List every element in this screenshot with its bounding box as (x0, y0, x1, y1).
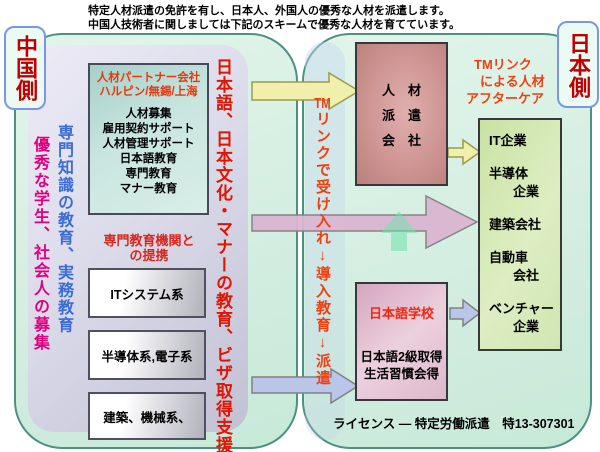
alliance-label: 専門教育機関と の提携 (103, 233, 195, 263)
china-side-badge: 中国側 (4, 26, 46, 110)
recruit-vertical-text: 優秀な学生、社会人の募集 (31, 136, 48, 352)
aftercare-note: TMリンク による人材 アフターケア (466, 57, 545, 106)
partner-service: マナー教育 (119, 183, 178, 195)
partner-service: 専門教育 (125, 168, 172, 180)
flow-text-prefix: TM (314, 96, 331, 111)
client-companies-box: IT企業 半導体 企業 建築会社 自動車 会社 ベンチャー 企業 (478, 118, 562, 351)
partner-service: 人材管理サポート (102, 138, 195, 150)
partner-service: 日本語教育 (119, 153, 178, 165)
header-line-2: 中国人技術者に関しましては下記のスキームで優秀な人材を育てています。 (88, 18, 461, 31)
partner-service: 人材募集 (125, 108, 172, 120)
school-box-construction: 建築、機械系、 (88, 392, 206, 440)
partner-company-box: 人材パートナー会社 ハルピン/無錫/上海 人材募集 雇用契約サポート 人材管理サ… (88, 63, 209, 215)
header-line-1: 特定人材派遣の免許を有し、日本人、外国人の優秀な人材を派遣します。 (88, 5, 450, 17)
company-line: 企業 (513, 184, 540, 199)
school-box-it: ITシステム系 (88, 268, 206, 318)
flow-text-body: リンクで受け入れ↓導入教育↓派遣 (314, 111, 331, 387)
partner-locations: ハルピン/無錫/上海 (99, 85, 198, 98)
license-note: ライセンス ― 特定労働派遣 特13-307301 (333, 417, 575, 431)
header-note: 特定人材派遣の免許を有し、日本人、外国人の優秀な人材を派遣します。 中国人技術者… (88, 5, 460, 32)
company-line: 建築会社 (489, 217, 542, 232)
company-line: 企業 (513, 319, 540, 334)
company-line: ベンチャー (489, 301, 554, 316)
dispatch-company-box: 人 材 派 遣 会 社 (355, 42, 448, 186)
japanese-school-title: 日本語学校 (368, 306, 434, 321)
support-vertical-text: 日本語、日本文化・マナーの教育、ビザ取得支援 (213, 58, 232, 452)
company-line: 会社 (513, 268, 540, 283)
company-line: 自動車 (489, 250, 529, 265)
japan-side-badge: 日本側 (557, 21, 599, 108)
partner-service: 雇用契約サポート (102, 123, 195, 135)
company-line: 半導体 (489, 166, 529, 181)
school-box-semiconductor: 半導体系,電子系 (88, 330, 206, 380)
education-vertical-text: 専門知識の教育、実務教育 (55, 124, 72, 334)
partner-title: 人材パートナー会社 (96, 72, 201, 84)
flow-vertical-text: TMリンクで受け入れ↓導入教育↓派遣 (312, 96, 333, 387)
japanese-school-box: 日本語学校 日本語2級取得 生活習慣会得 (355, 282, 448, 401)
company-line: IT企業 (489, 133, 527, 148)
